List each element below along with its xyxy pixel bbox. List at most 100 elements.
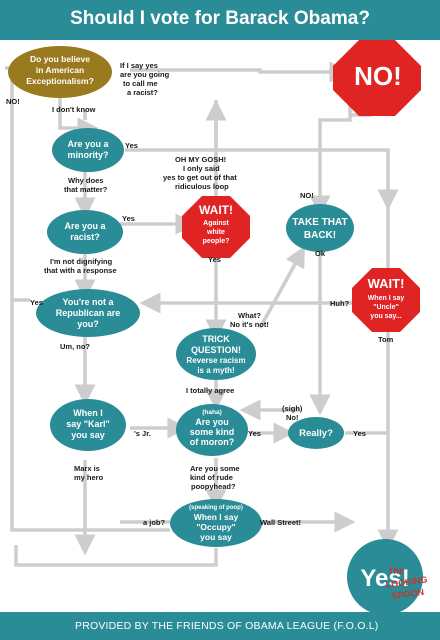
- yes-end-label: Yes!: [360, 565, 409, 592]
- node-trick-line4: is a myth!: [197, 366, 234, 375]
- edge-label-what: What?: [238, 311, 261, 320]
- edge-label-omg-1: OH MY GOSH!: [175, 155, 226, 164]
- node-occupy-line4: you say: [200, 532, 232, 542]
- node-moron-line2: Are you: [195, 417, 229, 427]
- node-karl: When I say "Karl" you say: [50, 399, 126, 451]
- node-wait-uncle-line2: When I say: [368, 295, 405, 302]
- edge-label-ok: Ok: [315, 249, 326, 258]
- edge-label-omg-3: yes to get out of that: [163, 173, 237, 182]
- edge-label-dignify-1: I'm not dignifying: [50, 257, 113, 266]
- node-take-back-line2: BACK!: [304, 230, 336, 241]
- edge-label-yes-left: Yes: [30, 298, 43, 307]
- edge-label-omg-4: ridiculous loop: [175, 182, 229, 191]
- node-not-republican-line2: Republican are: [56, 308, 121, 318]
- edge-label-yes-really: Yes: [353, 429, 366, 438]
- node-not-republican-line3: you?: [77, 319, 99, 329]
- edge-label-totally-agree: I totally agree: [186, 386, 234, 395]
- connector: [309, 95, 352, 217]
- node-moron: (haha) Are you some kind of moron?: [176, 404, 248, 456]
- edge-label-yes-wait: Yes: [208, 255, 221, 264]
- connector: [14, 545, 218, 567]
- edge-label-yes-moron: Yes: [248, 429, 261, 438]
- node-wait-uncle: WAIT! When I say "Uncle" you say...: [352, 268, 420, 332]
- edge-label-marx-2: my hero: [74, 473, 104, 482]
- edge-label-sigh: (sigh): [282, 404, 303, 413]
- edge-label-rude-3: poopyhead?: [191, 482, 236, 491]
- connector: [258, 245, 306, 329]
- node-exceptionalism-line3: Exceptionalism?: [26, 76, 94, 86]
- page-title: Should I vote for Barack Obama?: [70, 8, 370, 29]
- edge-label-dignify-2: that with a response: [44, 266, 117, 275]
- node-no-end: NO!: [333, 40, 421, 116]
- edge-label-no-sigh: No!: [286, 413, 299, 422]
- node-not-republican: You're not a Republican are you?: [36, 289, 140, 337]
- node-really-label: Really?: [299, 428, 333, 439]
- edge-label-why-2: that matter?: [64, 185, 108, 194]
- node-exceptionalism: Do you believe in American Exceptionalis…: [8, 46, 112, 98]
- edge-label-say-yes-1: If I say yes: [120, 61, 158, 70]
- node-really: Really?: [288, 417, 344, 449]
- node-wait-white-line3: white: [206, 229, 225, 236]
- node-occupy-line2: When I say: [194, 512, 239, 522]
- looking-spoon-logo: The LOOKING SPOON: [385, 566, 428, 601]
- node-minority: Are you a minority?: [52, 128, 124, 172]
- edge-label-a-job: a job?: [143, 518, 166, 527]
- edge-label-say-yes-2: are you going: [120, 70, 170, 79]
- edge-label-huh: Huh?: [330, 299, 350, 308]
- node-wait-uncle-line3: "Uncle": [373, 304, 399, 311]
- node-occupy-line3: "Occupy": [196, 522, 235, 532]
- node-racist-line1: Are you a: [64, 221, 106, 231]
- node-trick-question: TRICK QUESTION! Reverse racism is a myth…: [176, 328, 256, 380]
- node-exceptionalism-line2: in American: [36, 65, 84, 75]
- edge-label-say-yes-3: to call me: [123, 79, 158, 88]
- edge-label-no-take-back: NO!: [300, 191, 314, 200]
- node-not-republican-line1: You're not a: [63, 297, 115, 307]
- connector: [130, 61, 351, 83]
- no-end-label: NO!: [354, 61, 402, 91]
- node-wait-white-line4: people?: [203, 238, 230, 245]
- node-exceptionalism-line1: Do you believe: [30, 54, 90, 64]
- edge-label-omg-2: I only said: [183, 164, 220, 173]
- node-wait-uncle-line1: WAIT!: [368, 276, 405, 291]
- edge-label-dont-know: I don't know: [52, 105, 96, 114]
- title-banner: Should I vote for Barack Obama?: [0, 0, 440, 40]
- node-minority-line1: Are you a: [67, 139, 109, 149]
- node-occupy-line1: (speaking of poop): [189, 505, 243, 511]
- edge-labels: NO! If I say yes are you going to call m…: [6, 61, 394, 527]
- node-karl-line1: When I: [73, 408, 103, 418]
- edge-label-yes-minority: Yes: [125, 141, 138, 150]
- logo-line1: The: [388, 566, 404, 576]
- node-minority-line2: minority?: [67, 150, 108, 160]
- node-trick-line2: QUESTION!: [191, 345, 241, 355]
- footer-credit: PROVIDED BY THE FRIENDS OF OBAMA LEAGUE …: [75, 620, 379, 632]
- node-wait-white-line1: WAIT!: [199, 203, 233, 217]
- node-yes-end: Yes!: [347, 539, 423, 615]
- node-moron-line4: of moron?: [190, 437, 235, 447]
- edge-label-no-left: NO!: [6, 97, 20, 106]
- edge-label-not-not: No it's not!: [230, 320, 269, 329]
- node-take-back-line1: TAKE THAT: [292, 217, 347, 228]
- node-moron-line3: some kind: [190, 427, 235, 437]
- node-karl-line2: say "Karl": [66, 419, 110, 429]
- edge-label-say-yes-4: a racist?: [127, 88, 158, 97]
- connector: [125, 148, 399, 211]
- node-racist: Are you a racist?: [47, 210, 123, 254]
- footer-banner: PROVIDED BY THE FRIENDS OF OBAMA LEAGUE …: [0, 612, 440, 640]
- edge-label-yes-racist: Yes: [122, 214, 135, 223]
- edge-label-why-1: Why does: [68, 176, 103, 185]
- edge-label-wall-street: Wall Street!: [260, 518, 301, 527]
- node-take-back: TAKE THAT BACK!: [286, 204, 354, 252]
- connector-lines: [5, 61, 399, 567]
- edge-label-marx-1: Marx is: [74, 464, 100, 473]
- connector: [58, 95, 99, 139]
- node-occupy: (speaking of poop) When I say "Occupy" y…: [170, 499, 262, 547]
- edge-label-um-no: Um, no?: [60, 342, 90, 351]
- node-wait-white-line2: Against: [203, 220, 229, 227]
- edge-label-rude-2: kind of rude: [190, 473, 233, 482]
- node-moron-line1: (haha): [202, 409, 222, 416]
- logo-line3: SPOON: [391, 587, 425, 601]
- node-wait-white: WAIT! Against white people?: [182, 196, 250, 258]
- node-racist-line2: racist?: [70, 232, 100, 242]
